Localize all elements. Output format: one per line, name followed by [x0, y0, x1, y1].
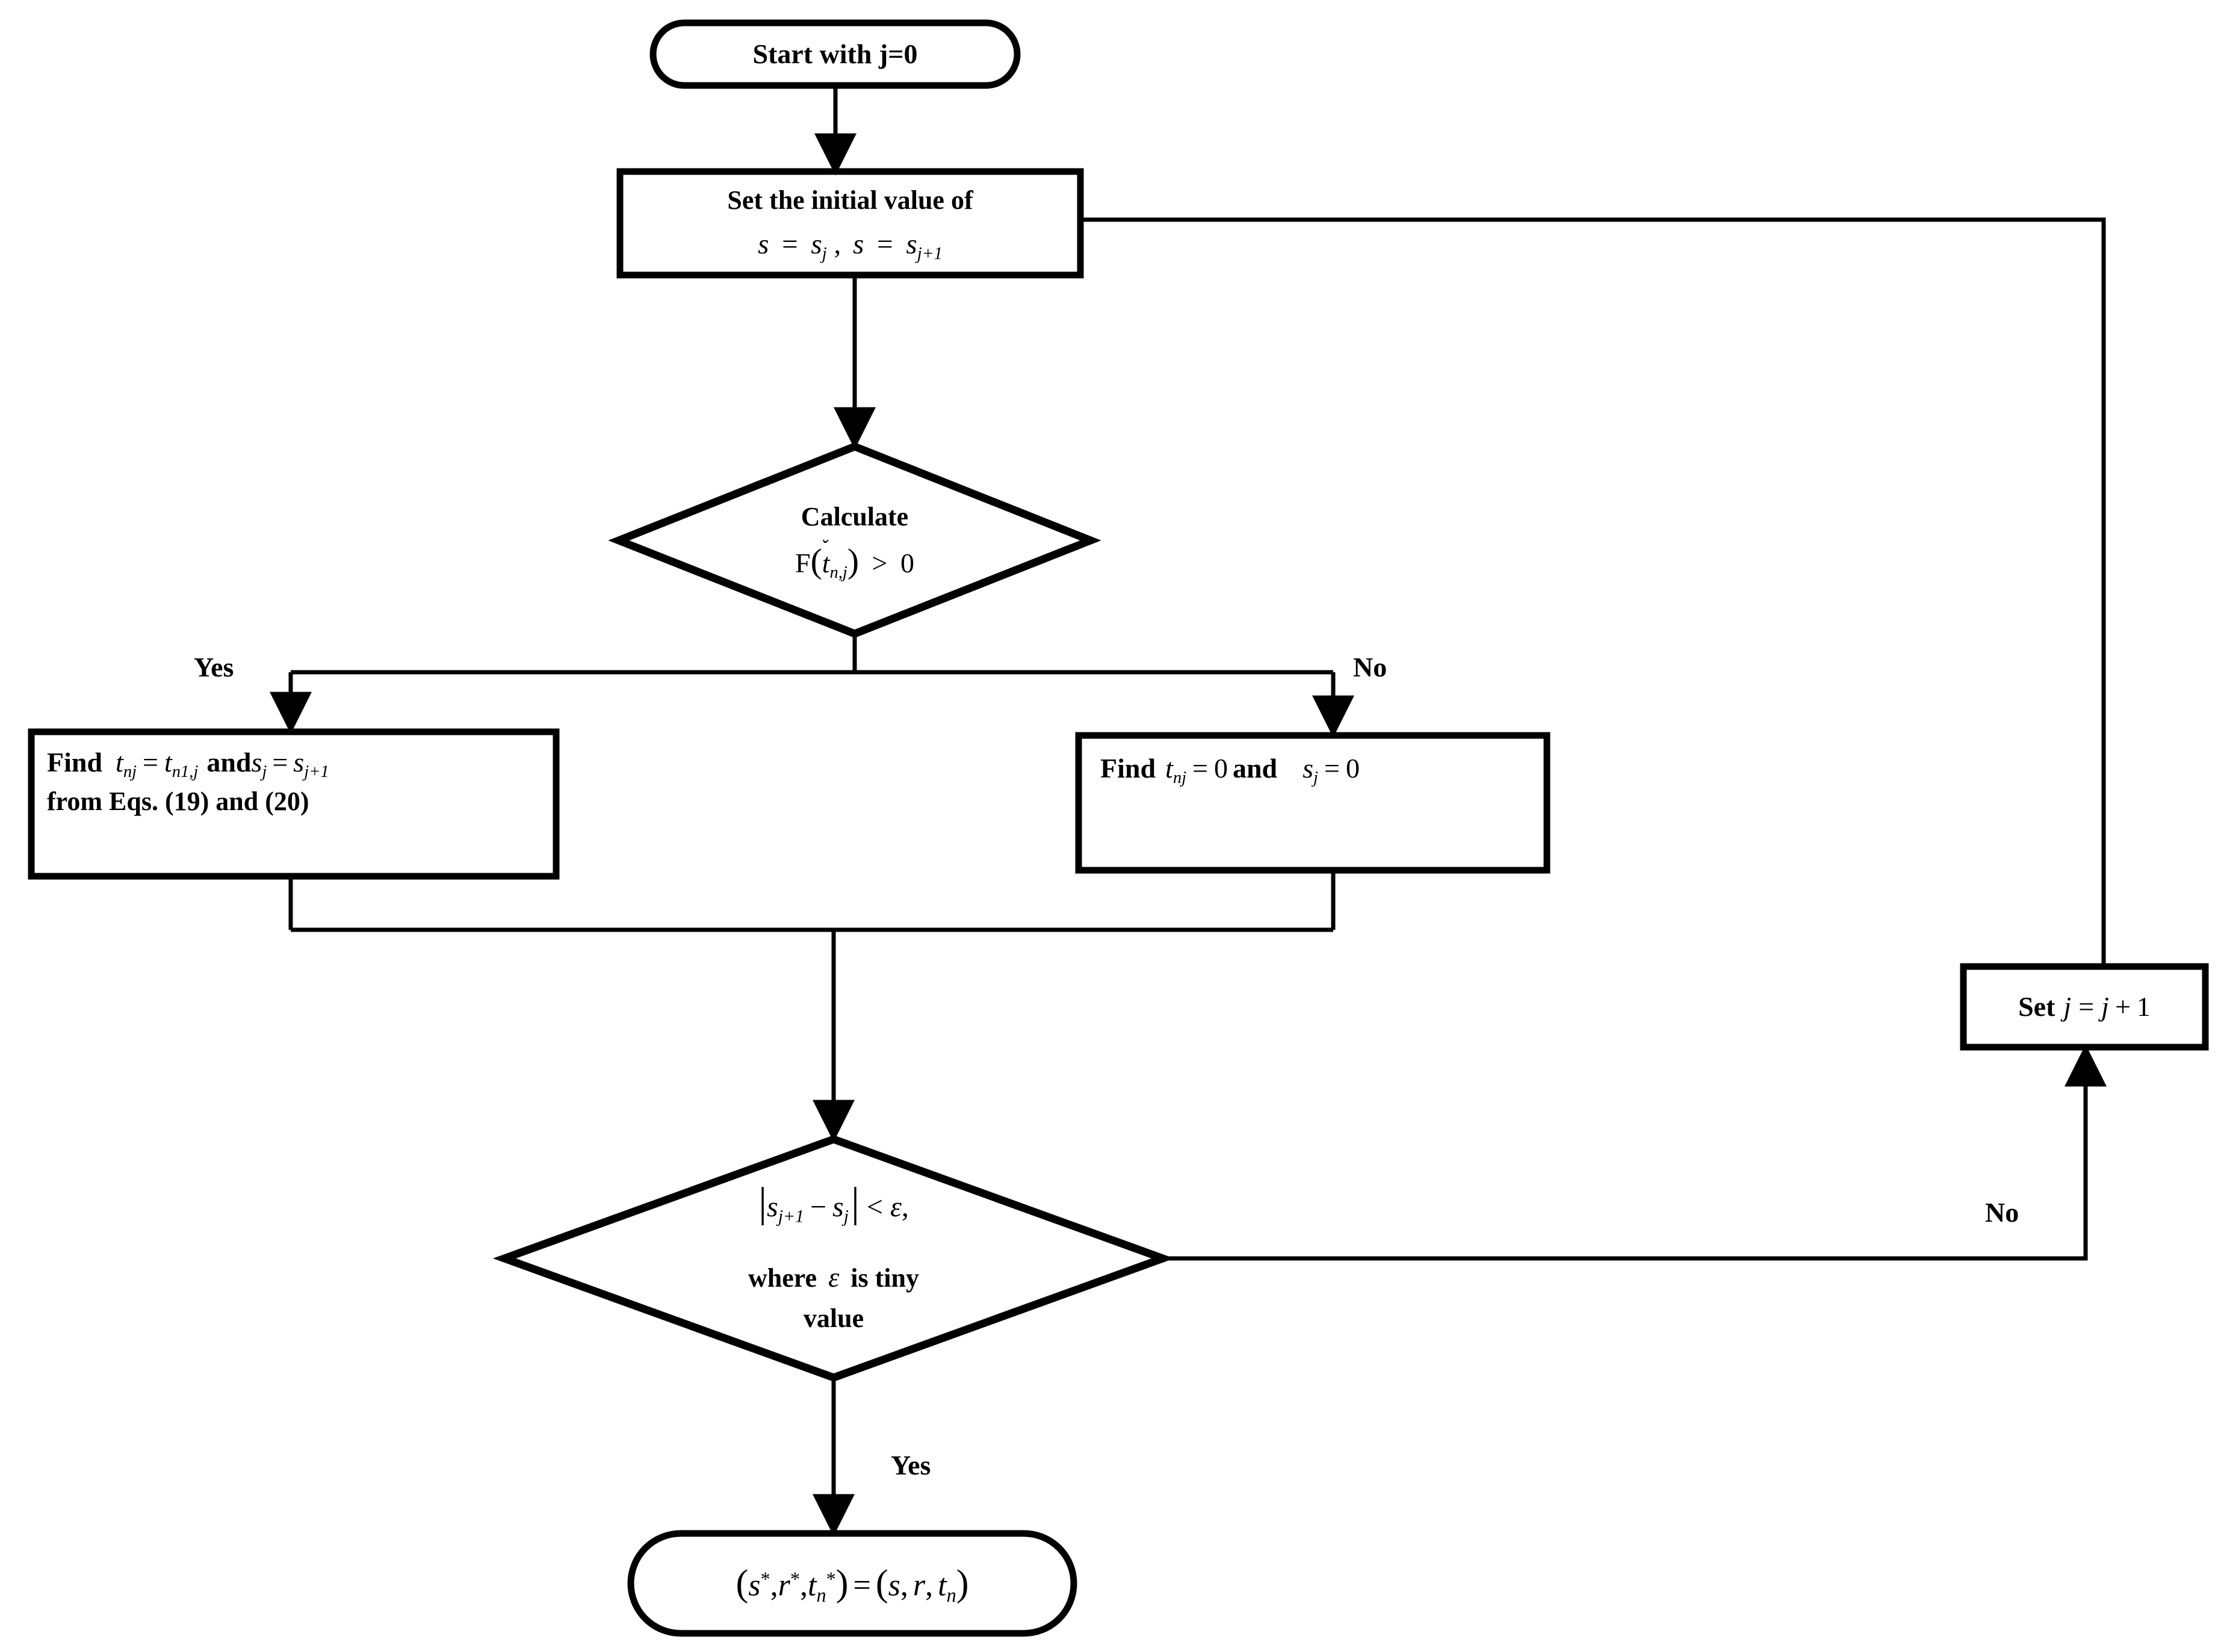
edge-setinitial-to-setj-loop	[1080, 217, 2106, 967]
edge-label-yes-bottom: Yes	[891, 1450, 931, 1480]
result-node-shape	[627, 1530, 1077, 1637]
start-node-shape	[649, 19, 1021, 89]
edge-label-no-top: No	[1353, 652, 1387, 682]
edge-label-yes-top: Yes	[194, 652, 234, 682]
decision-f-node-shape	[608, 442, 1101, 638]
find-left-node-shape	[28, 728, 560, 880]
edge-no-loop-to-setj	[1163, 1044, 2107, 1261]
set-j-node-shape	[1960, 963, 2209, 1051]
edge-label-no-loop: No	[1985, 1197, 2019, 1228]
find-right-node-shape	[1075, 732, 1550, 874]
set-initial-node-shape	[616, 168, 1084, 279]
decision-eps-node-shape	[492, 1135, 1175, 1382]
